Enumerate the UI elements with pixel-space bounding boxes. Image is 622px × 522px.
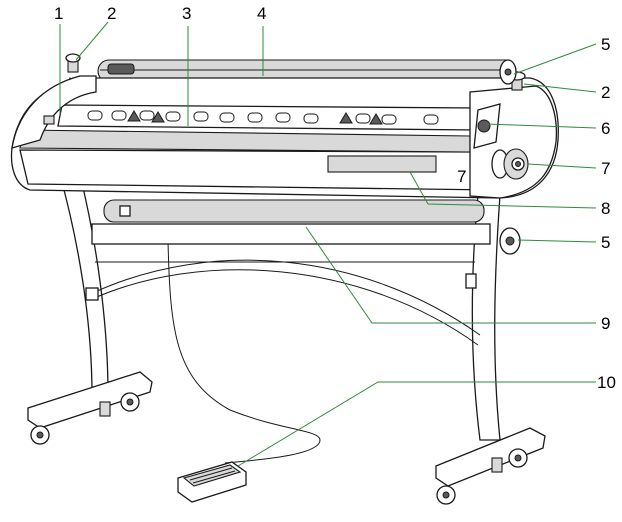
callout-6: 6 (601, 119, 610, 138)
lower-supply-roller (85, 199, 491, 301)
callout-3: 3 (182, 4, 191, 23)
caster-wheels (30, 392, 528, 505)
right-foot (435, 427, 546, 487)
upper-roller-end (499, 59, 517, 85)
callout-1: 1 (54, 4, 63, 23)
control-knob-icon (477, 119, 491, 133)
callout-2-top-left: 2 (107, 4, 116, 23)
safety-bar (57, 104, 479, 131)
pedal-cable (167, 239, 321, 464)
callout-10: 10 (597, 373, 616, 392)
left-top-knob (65, 53, 81, 73)
callout-4: 4 (257, 4, 266, 23)
display-plate (327, 155, 437, 173)
callout-7: 7 (601, 159, 610, 178)
lower-tension-knob (499, 227, 521, 255)
stand (27, 174, 546, 505)
callout-5-lower: 5 (601, 233, 610, 252)
callout-labels: 1 2 3 4 5 2 6 7 8 5 9 10 (54, 4, 616, 392)
speed-dial (491, 148, 529, 180)
callout-5-top: 5 (601, 35, 610, 54)
left-leg (59, 174, 109, 396)
left-foot (27, 371, 153, 429)
left-badge (43, 115, 55, 125)
callout-9: 9 (601, 314, 610, 333)
foot-pedal (177, 461, 247, 503)
leader-lines (59, 21, 597, 467)
callout-2-right: 2 (601, 83, 610, 102)
slot-row (87, 110, 439, 125)
cross-brace (89, 269, 479, 346)
control-panel (473, 103, 501, 149)
panel-marking: 7 (457, 167, 466, 186)
callout-8: 8 (601, 199, 610, 218)
